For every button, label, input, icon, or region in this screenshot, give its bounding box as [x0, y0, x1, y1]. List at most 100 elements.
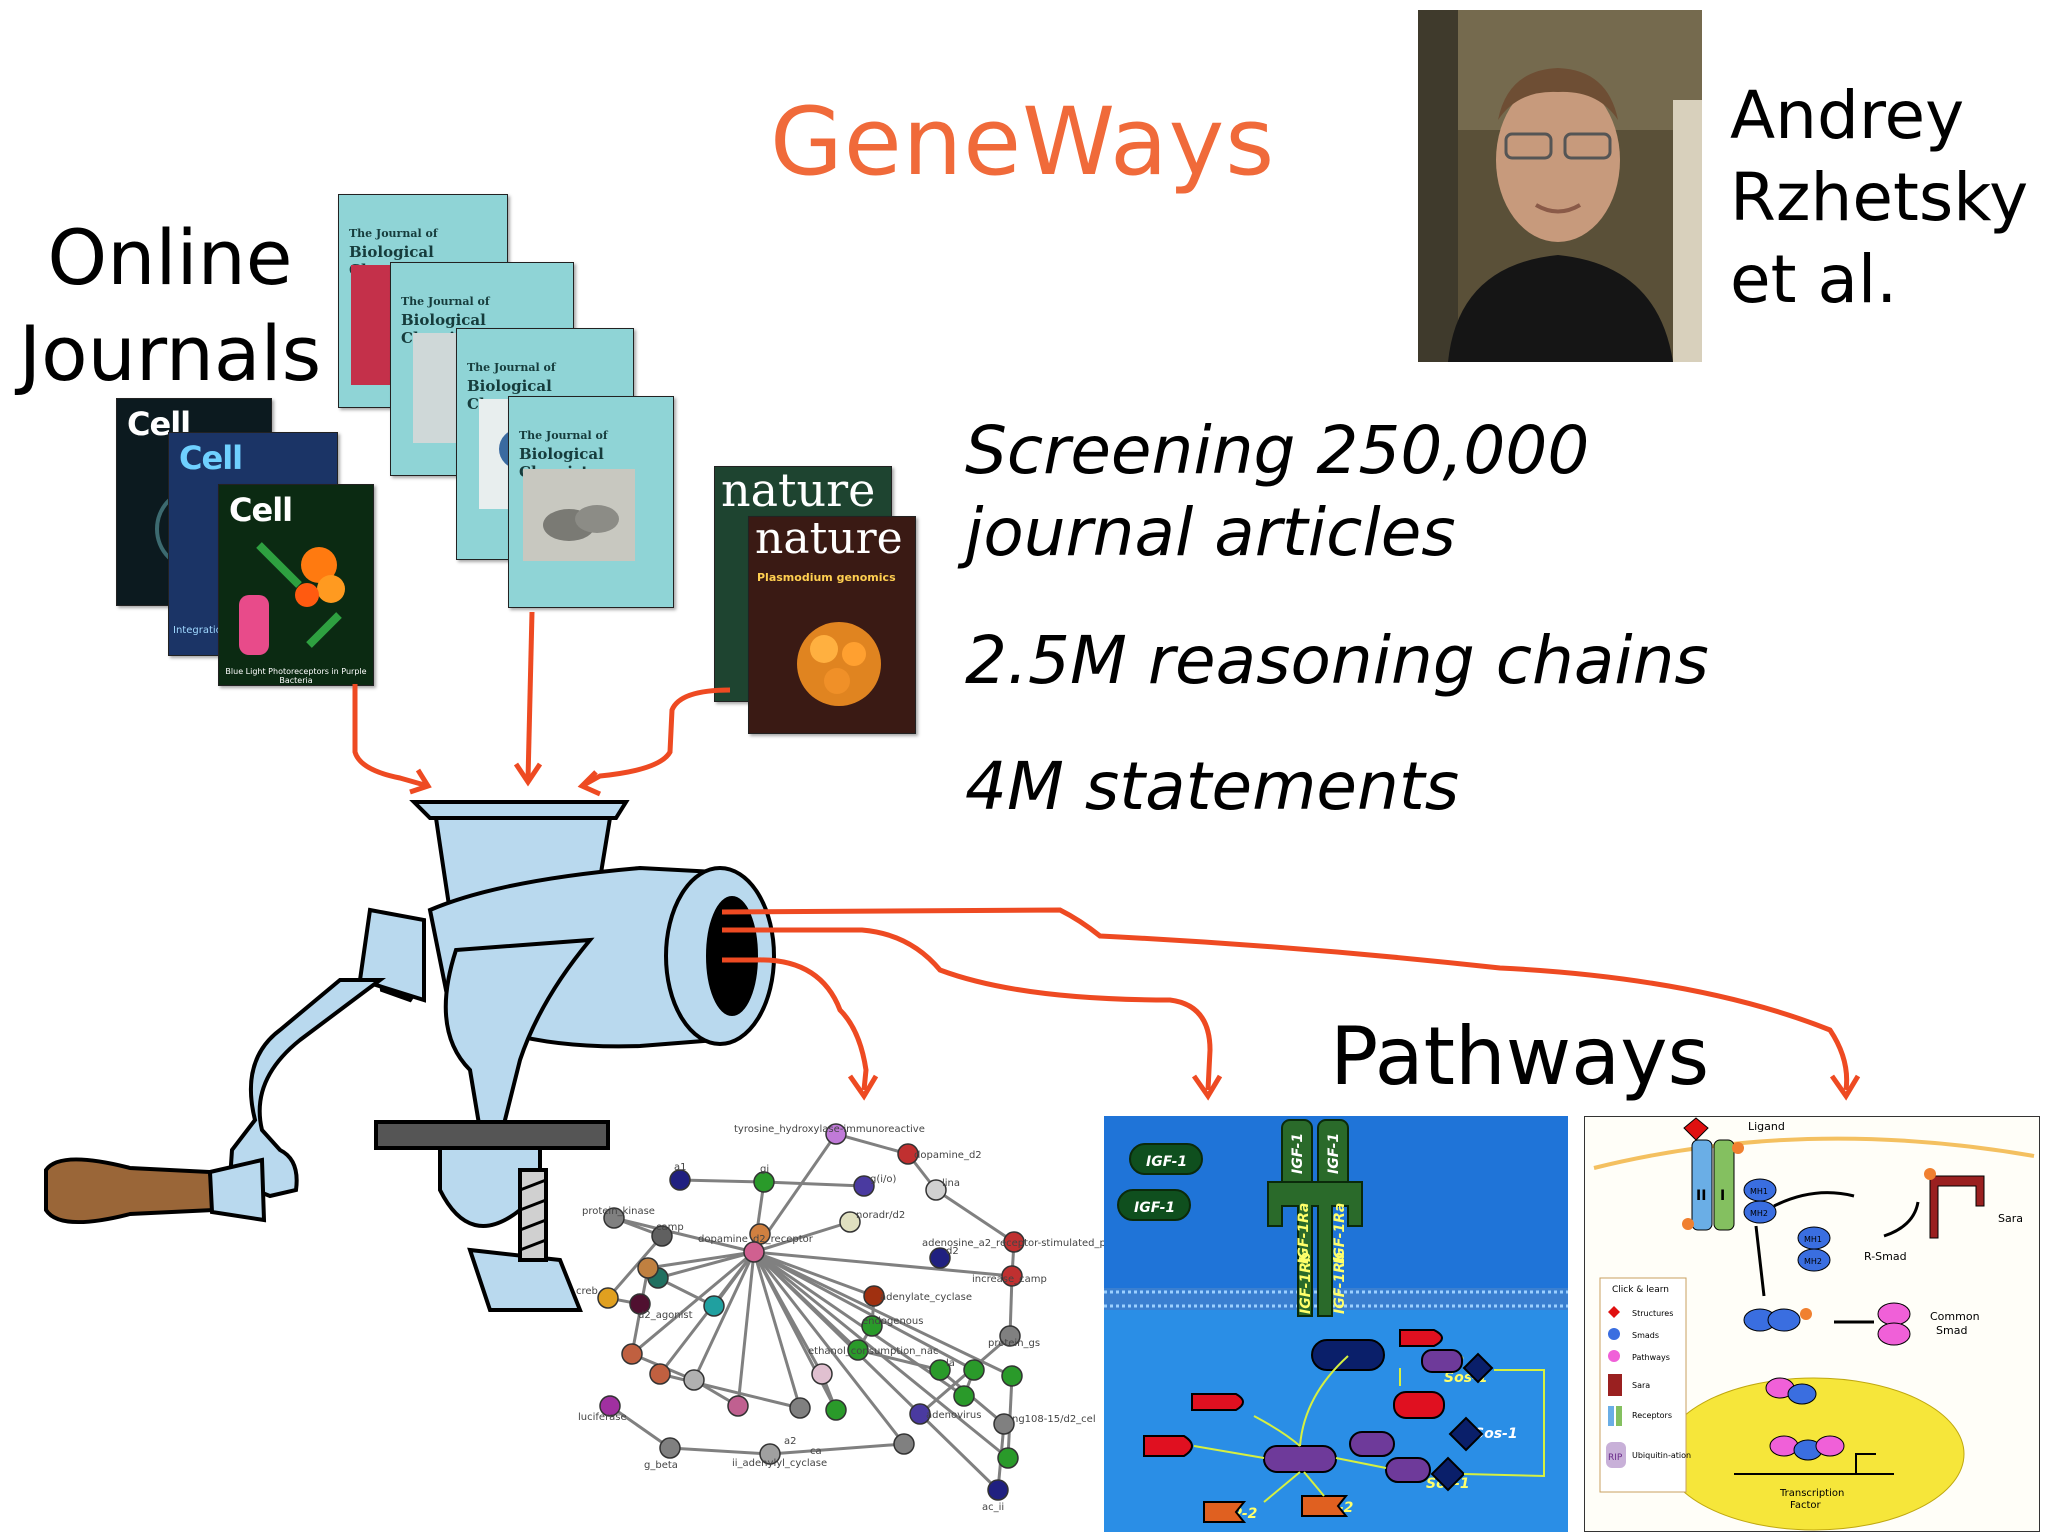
network-node — [1001, 1265, 1023, 1287]
network-node — [953, 1385, 975, 1407]
network-node-label: ng108-15/d2_cel — [1012, 1414, 1096, 1425]
network-node — [759, 1443, 781, 1465]
network-edge — [712, 1251, 756, 1307]
arrow-to-igf — [722, 927, 1213, 1091]
input-arrows — [352, 611, 731, 797]
smad-dimer — [1743, 1308, 1812, 1332]
author-line1: Andrey — [1730, 77, 1965, 154]
nature-cover-caption: Plasmodium genomics — [757, 571, 896, 584]
jbc-cover-prefix: The Journal of — [467, 361, 556, 374]
legend-item: Pathways — [1632, 1353, 1670, 1362]
network-node — [743, 1241, 765, 1263]
common-smad — [1877, 1302, 1911, 1346]
transcription-factor-label: Factor — [1790, 1500, 1821, 1511]
tgf-beta-pathway-diagram: LigandSaraR-SmadCommonSmadTranscriptionF… — [1584, 1116, 2040, 1532]
igf-protein-label: IGF-1Ra — [1332, 1203, 1348, 1264]
network-node-label: increase_camp — [972, 1274, 1047, 1285]
cell-cover-word: Integration — [173, 625, 229, 636]
online-journals-heading: Online Journals — [0, 210, 340, 402]
author-line2: Rzhetsky — [1730, 159, 2029, 236]
smad-mh2-label: MH2 — [1804, 1257, 1822, 1266]
arrow-to-igf-head — [1191, 1074, 1223, 1101]
common-smad-label: Smad — [1936, 1324, 1967, 1337]
stat-articles: Screening 250,000 journal articles — [965, 410, 1589, 574]
jbc-cover-art — [351, 265, 391, 385]
network-edge — [752, 1251, 802, 1409]
tgf-arrows — [1754, 1191, 1920, 1297]
arrow-nature — [580, 687, 731, 789]
stat-statements: 4M statements — [965, 748, 1460, 825]
arrow-to-network — [722, 957, 869, 1091]
common-smad-label: Common — [1930, 1310, 1980, 1323]
network-node — [999, 1325, 1021, 1347]
legend-item: Structures — [1632, 1309, 1673, 1318]
network-edge — [647, 1250, 755, 1270]
network-node — [1003, 1231, 1025, 1253]
network-node — [987, 1479, 1009, 1501]
ligand-label: Ligand — [1748, 1120, 1785, 1133]
mouse-photo — [523, 469, 635, 561]
network-edge — [753, 1250, 875, 1298]
network-node-label: camp — [656, 1222, 684, 1233]
network-node — [897, 1143, 919, 1165]
arrow-jbc-head — [513, 762, 543, 787]
network-edge — [753, 1250, 1013, 1278]
network-edge — [935, 1188, 1015, 1244]
author-line3: et al. — [1730, 241, 1898, 318]
network-edge — [753, 1250, 965, 1398]
network-node — [909, 1403, 931, 1425]
network-edge — [835, 1132, 909, 1156]
network-node — [597, 1287, 619, 1309]
network-node — [703, 1295, 725, 1317]
network-edge — [753, 1220, 851, 1254]
stat-articles-line1: Screening 250,000 — [965, 412, 1590, 489]
legend-item: Sara — [1632, 1381, 1650, 1390]
arrow-to-tgf-head — [1829, 1074, 1861, 1101]
igf-signaling-proteins — [1143, 1329, 1494, 1523]
network-edge — [753, 1250, 1013, 1378]
network-edge — [606, 1235, 664, 1299]
smad-mh2-label: MH2 — [1750, 1209, 1768, 1218]
arrow-to-tgf — [721, 907, 1850, 1091]
legend-rip: RIP — [1608, 1453, 1623, 1463]
nature-cover-title: nature — [721, 463, 876, 517]
network-node-label: luciferase — [578, 1412, 627, 1423]
network-edge — [692, 1251, 756, 1381]
network-node-label: adenovirus — [926, 1410, 981, 1421]
membrane-lipids — [1104, 1290, 1568, 1308]
network-edge — [609, 1404, 671, 1450]
online-journals-line1: Online — [47, 213, 293, 302]
network-node — [825, 1123, 847, 1145]
arrow-cell — [352, 684, 429, 789]
pathways-heading: Pathways — [1330, 1010, 1710, 1103]
author-credit: Andrey Rzhetsky et al. — [1730, 75, 2028, 321]
network-node-label: dopamine_d2 — [914, 1150, 982, 1161]
network-node — [811, 1363, 833, 1385]
app-title: GeneWays — [770, 88, 1276, 197]
network-node — [853, 1175, 875, 1197]
network-node — [659, 1437, 681, 1459]
smad-mh1-label: MH1 — [1804, 1235, 1822, 1244]
arrow-to-network-head — [847, 1074, 879, 1101]
network-node-label: protein_gs — [988, 1338, 1040, 1349]
network-node-label: endogenous — [862, 1316, 923, 1327]
network-edge — [736, 1251, 756, 1407]
cell-cover-3: Cell Blue Light Photoreceptors in Purple… — [218, 484, 374, 686]
igf-pathway-edges — [1193, 1355, 1545, 1503]
transcription-factor-label: Transcription — [1779, 1488, 1844, 1499]
network-node — [649, 1363, 671, 1385]
network-node — [929, 1359, 951, 1381]
jbc-cover-prefix: The Journal of — [349, 227, 438, 240]
network-node — [863, 1285, 885, 1307]
network-edge — [753, 1250, 975, 1372]
arrow-jbc — [525, 611, 535, 781]
arrow-nature-head — [577, 770, 602, 797]
network-node-label: ca — [810, 1446, 822, 1457]
receptor-ii-label: II — [1696, 1188, 1706, 1204]
nature-cover-title: nature — [755, 513, 903, 564]
network-node — [929, 1247, 951, 1269]
tgf-membrane — [1593, 1136, 2035, 1170]
tgf-receptors — [1682, 1139, 1744, 1231]
network-node-label: ethanol_consumption_nac — [808, 1346, 938, 1357]
